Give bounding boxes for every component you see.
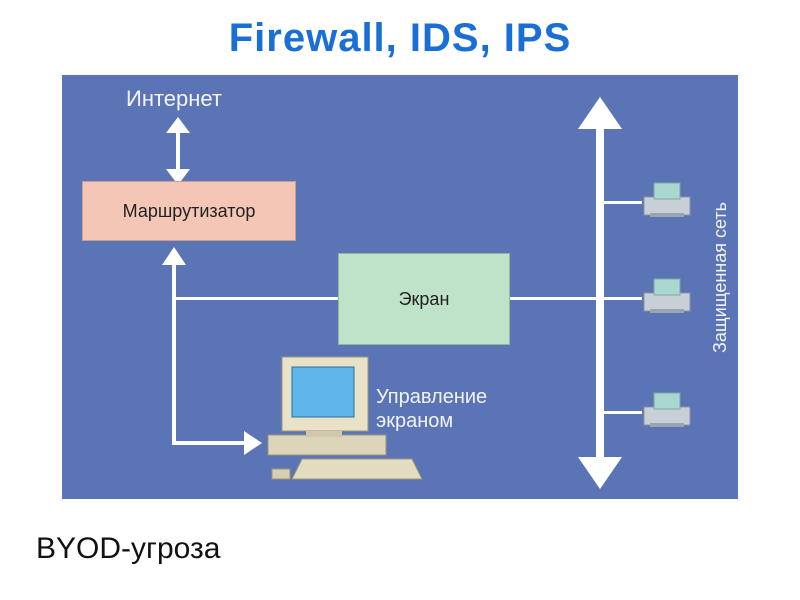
router-screen-link — [176, 297, 338, 300]
router-management-arrow — [162, 247, 262, 455]
page-title: Firewall, IDS, IPS — [228, 16, 572, 60]
screen-management-label: Управление экраном — [376, 385, 487, 433]
internet-router-arrow — [166, 117, 190, 185]
internet-label: Интернет — [126, 86, 222, 111]
firewall-screen-box: Экран — [338, 253, 510, 345]
router-box: Маршрутизатор — [82, 181, 296, 241]
screen-network-link — [510, 297, 600, 300]
printer-icon — [643, 278, 691, 313]
protected-network-label: Защищенная сеть — [710, 201, 730, 353]
printer-icon — [643, 392, 691, 427]
branch-line-2 — [604, 297, 642, 300]
protected-network-backbone — [578, 97, 622, 489]
branch-line-1 — [604, 201, 642, 204]
management-label-line1: Управление — [376, 386, 488, 408]
diagram-lines — [162, 97, 691, 489]
printer-icon — [643, 182, 691, 217]
network-diagram: Интернет Маршрутизатор Экран Управление … — [62, 75, 738, 499]
management-label-line2: экраном — [376, 410, 454, 432]
computer-icon — [267, 356, 423, 480]
byod-threat-text: BYOD-угроза — [36, 532, 221, 565]
branch-line-3 — [604, 411, 642, 414]
